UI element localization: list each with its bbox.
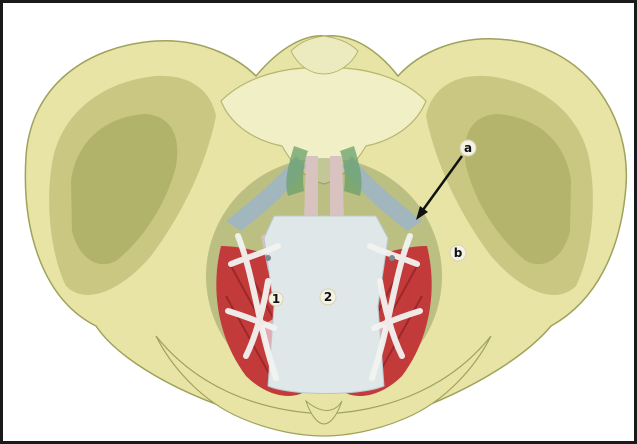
left-visceral-stalk (304, 156, 318, 221)
label-a: a (460, 140, 476, 156)
label-2: 2 (320, 289, 336, 305)
label-1: 1 (269, 292, 283, 306)
anchor-left (265, 255, 271, 261)
pelvis-illustration: a b 1 2 (6, 6, 637, 444)
right-visceral-stalk (330, 156, 344, 221)
label-a-text: a (464, 141, 472, 155)
label-b: b (450, 245, 466, 261)
label-b-text: b (454, 246, 463, 260)
anchor-right (389, 255, 395, 261)
label-2-text: 2 (324, 290, 332, 304)
label-1-text: 1 (272, 292, 280, 306)
